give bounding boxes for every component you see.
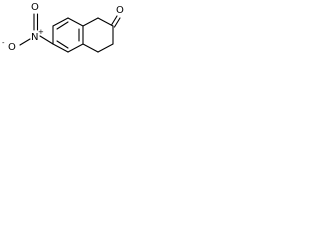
bond-sat-4 [97,43,114,53]
bond-ar-2 [67,17,84,27]
bond-ketone-1 [110,15,118,26]
atom-nitrogen: N [31,32,38,43]
bond-ar-4 [67,43,84,53]
bond-c-n [39,35,54,45]
atom-oxygen-left: O [8,42,16,53]
bond-ar-5 [52,43,69,53]
bond-ar-1 [52,17,69,27]
bond-ar-double-3 [56,40,69,49]
bond-sat-5 [82,43,99,53]
aromatic-ring [52,17,84,53]
nitrogen-charge: + [38,28,44,36]
atom-oxygen-top: O [31,2,39,13]
bond-ketone-2 [113,17,121,28]
nitro-group: O N + O - [2,2,54,53]
oxygen-left-charge: - [2,39,5,47]
bond-sat-2 [97,17,114,27]
atom-oxygen-ketone: O [116,5,124,16]
saturated-ring [82,17,114,53]
bond-n-o-single [19,38,31,46]
bond-ar-double-1 [56,21,69,30]
ketone-group: O [110,5,124,28]
structure-diagram: O O N + O - [2,2,124,53]
bond-sat-1 [82,17,99,27]
